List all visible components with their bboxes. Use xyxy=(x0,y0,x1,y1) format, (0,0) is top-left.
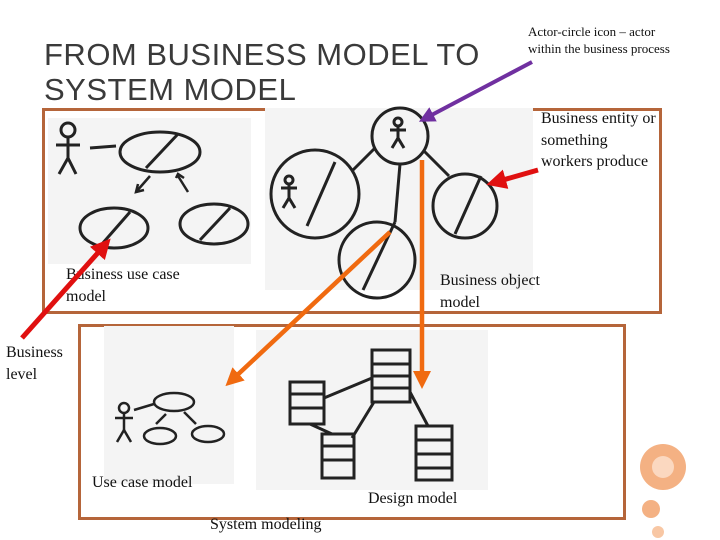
business-entity-circle xyxy=(337,220,417,300)
business-use-case-ellipse xyxy=(178,202,250,246)
decorative-circle-inner xyxy=(652,456,674,478)
label-system-modeling: System modeling xyxy=(210,516,322,533)
purple-arrow xyxy=(418,60,533,122)
use-case-ellipse xyxy=(190,424,226,444)
use-case-ellipse xyxy=(142,426,178,446)
class-box xyxy=(320,432,356,480)
class-box xyxy=(370,348,412,404)
slide-title: FROM BUSINESS MODEL TO SYSTEM MODEL xyxy=(44,37,480,107)
label-business-level: Business level xyxy=(6,344,63,384)
red-arrow-business-level xyxy=(20,238,111,340)
label-design-model: Design model xyxy=(368,490,458,507)
include-arrows xyxy=(134,172,190,194)
business-object-drawing xyxy=(269,106,499,300)
annotation-business-entity: Business entity or something workers pro… xyxy=(541,110,656,171)
design-drawing xyxy=(288,348,454,482)
business-use-case-drawing xyxy=(56,121,250,250)
use-case-ellipse xyxy=(152,391,196,413)
label-use-case-model: Use case model xyxy=(92,474,193,491)
annotation-actor-circle: Actor-circle icon – actor within the bus… xyxy=(528,24,670,56)
actor-icon xyxy=(115,401,133,443)
business-use-case-ellipse xyxy=(118,130,202,174)
system-level-frame xyxy=(78,324,626,520)
business-use-case-sketch xyxy=(48,118,251,264)
business-worker-circle xyxy=(269,148,361,240)
design-sketch xyxy=(256,330,488,490)
actor-icon xyxy=(56,121,80,175)
class-box xyxy=(288,380,326,426)
orange-arrow-use-case xyxy=(225,230,392,387)
association-line xyxy=(89,144,117,150)
red-arrow-entity xyxy=(486,167,539,189)
label-business-use-case-model: Business use case model xyxy=(66,266,180,305)
decorative-circle-bottom xyxy=(652,526,664,538)
label-business-object-model: Business object model xyxy=(440,272,540,311)
class-box xyxy=(414,424,454,482)
business-entity-circle xyxy=(431,172,499,240)
decorative-circle-small xyxy=(642,500,660,518)
use-case-sketch xyxy=(104,326,234,484)
use-case-drawing xyxy=(115,391,226,446)
business-object-sketch xyxy=(265,106,533,300)
